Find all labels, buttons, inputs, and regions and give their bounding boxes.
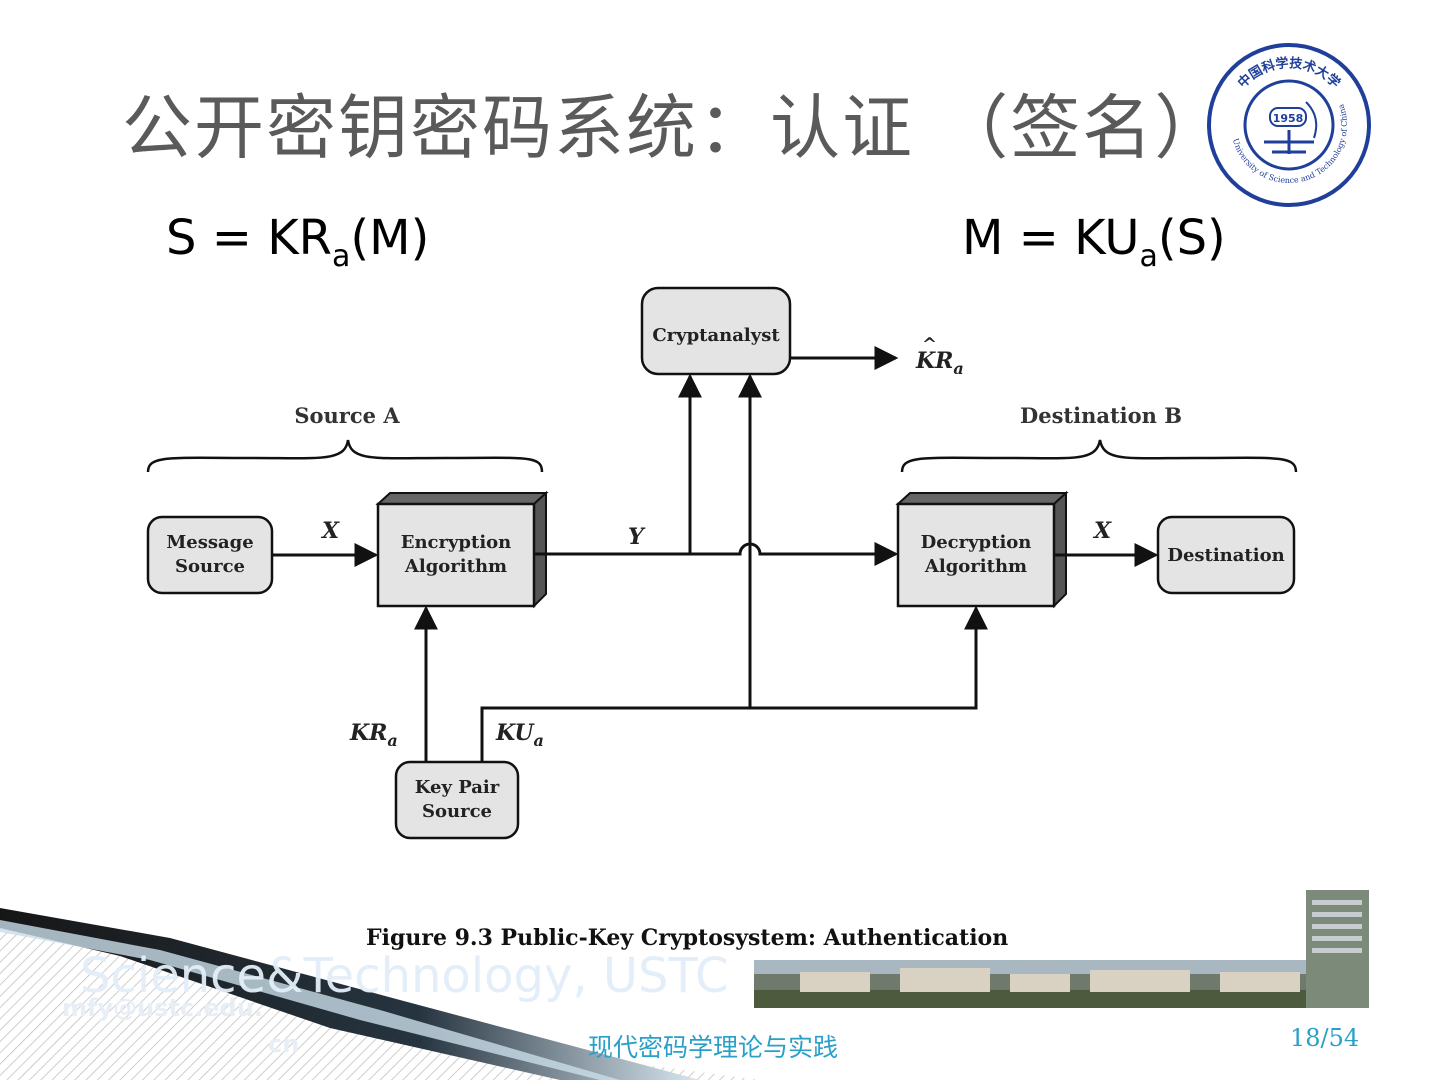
source-brace bbox=[146, 439, 544, 473]
estimated-key-label-sub: a bbox=[953, 359, 963, 378]
destination-label: Destination bbox=[1167, 545, 1284, 566]
authentication-diagram: Source A Destination B Message Source En… bbox=[146, 286, 1298, 840]
encryption-line1: Encryption bbox=[401, 532, 512, 553]
decryption-line2: Algorithm bbox=[924, 556, 1027, 577]
ciphertext-label: Y bbox=[628, 524, 646, 550]
decryption-algorithm-box: Decryption Algorithm bbox=[895, 490, 1069, 609]
logo-year: 1958 bbox=[1273, 112, 1304, 125]
estimated-key-label: KRa bbox=[915, 348, 964, 378]
decryption-line1: Decryption bbox=[921, 532, 1032, 553]
message-source-line1: Message bbox=[166, 532, 253, 553]
cryptanalyst-label: Cryptanalyst bbox=[652, 325, 780, 346]
public-key-label-sub: a bbox=[534, 731, 544, 750]
verification-formula-lhs: M = KU bbox=[962, 210, 1140, 266]
key-pair-line2: Source bbox=[422, 801, 492, 822]
message-source-line2: Source bbox=[175, 556, 245, 577]
ciphertext-arrow bbox=[534, 542, 899, 566]
verification-formula-rhs: (S) bbox=[1157, 210, 1226, 266]
verification-formula: M = KUa(S) bbox=[962, 210, 1226, 274]
private-key-label: KRa bbox=[349, 720, 398, 750]
watermark-text: Science&Technology, USTC bbox=[80, 948, 729, 1004]
signing-formula-rhs: (M) bbox=[350, 210, 430, 266]
page-number: 18/54 bbox=[1290, 1024, 1360, 1052]
signing-formula-subscript: a bbox=[332, 239, 351, 274]
private-key-label-main: KR bbox=[349, 720, 387, 746]
estimated-key-label-main: KR bbox=[915, 348, 953, 374]
estimated-key-hat: ^ bbox=[922, 334, 937, 355]
signing-formula-lhs: S = KR bbox=[166, 210, 333, 266]
key-pair-source-box: Key Pair Source bbox=[394, 760, 520, 840]
destination-brace bbox=[900, 439, 1298, 473]
course-title: 现代密码学理论与实践 bbox=[588, 1033, 839, 1062]
cryptanalyst-box: Cryptanalyst bbox=[640, 286, 792, 376]
destination-group-label: Destination B bbox=[1020, 403, 1182, 428]
plaintext-label-out: X bbox=[1092, 518, 1112, 544]
verification-formula-subscript: a bbox=[1139, 239, 1158, 274]
key-pair-line1: Key Pair bbox=[415, 777, 500, 798]
public-key-label: KUa bbox=[495, 720, 544, 750]
plaintext-label-in: X bbox=[320, 518, 340, 544]
destination-box: Destination bbox=[1156, 515, 1296, 595]
private-key-label-sub: a bbox=[387, 731, 397, 750]
kua-path-arrow bbox=[480, 605, 988, 762]
signing-formula: S = KRa(M) bbox=[166, 210, 429, 274]
slide-title: 公开密钥密码系统：认证 （签名） bbox=[122, 87, 1227, 169]
footer-decoration bbox=[0, 890, 1369, 1080]
figure-caption: Figure 9.3 Public-Key Cryptosystem: Auth… bbox=[366, 925, 1009, 951]
email-line2: cn bbox=[268, 1030, 300, 1058]
message-source-box: Message Source bbox=[146, 515, 274, 595]
encryption-algorithm-box: Encryption Algorithm bbox=[375, 490, 549, 609]
email-line1: mfy@ustc.edu. bbox=[62, 994, 263, 1022]
university-logo: 中国科学技术大学 University of Science and Techn… bbox=[1207, 43, 1371, 207]
source-group-label: Source A bbox=[294, 403, 400, 428]
public-key-label-main: KU bbox=[495, 720, 535, 746]
encryption-line2: Algorithm bbox=[404, 556, 507, 577]
